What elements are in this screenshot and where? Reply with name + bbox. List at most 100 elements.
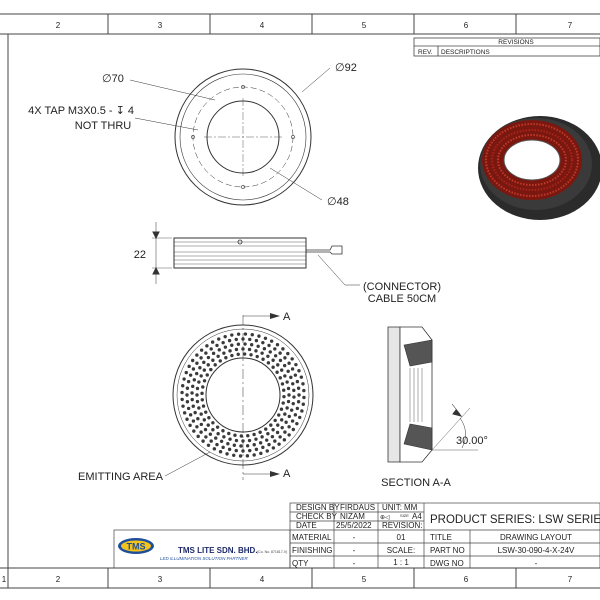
led-dot (222, 351, 226, 355)
led-dot (256, 344, 260, 349)
led-dot (227, 338, 232, 343)
tap-callout-line1: 4X TAP M3X0.5 - ↧ 4 (28, 105, 134, 117)
led-dot (211, 421, 215, 425)
section-view (387, 326, 478, 463)
revisions-title: REVISIONS (498, 39, 534, 46)
led-dot (186, 406, 191, 411)
revisions-table: REVISIONS REV. DESCRIPTIONS (413, 37, 600, 57)
led-dot (247, 347, 252, 352)
part-no-value: LSW-30-090-4-X-24V (498, 546, 575, 555)
zone-label-bottom: 7 (568, 575, 573, 584)
led-dot (243, 342, 247, 346)
led-dot (271, 358, 275, 362)
date-label: DATE (296, 521, 317, 530)
company-name: TMS LITE SDN. BHD. (178, 546, 258, 555)
led-dot (260, 435, 264, 439)
led-dot (247, 438, 252, 443)
led-dot (191, 384, 195, 389)
revision-label: REVISION: (382, 521, 422, 530)
led-dot (252, 432, 256, 437)
led-dot (182, 411, 187, 415)
led-dot (212, 447, 217, 451)
led-dot (197, 406, 201, 410)
led-dot (297, 369, 301, 373)
led-dot (238, 454, 243, 458)
led-dot (200, 391, 204, 396)
led-dot (245, 454, 250, 458)
led-dot (236, 332, 241, 336)
led-dot (301, 402, 305, 406)
led-dot (252, 453, 256, 457)
led-dot (219, 439, 224, 443)
led-dot (291, 427, 296, 432)
led-dot (234, 337, 238, 342)
qty-value: - (353, 559, 356, 568)
connector-label-line1: (CONNECTOR) (363, 281, 441, 293)
led-dot (210, 340, 215, 344)
led-dot (202, 360, 206, 365)
led-dot (302, 395, 306, 400)
led-dot (196, 417, 200, 421)
revision-value: 01 (397, 533, 406, 542)
led-dot (280, 418, 284, 422)
led-dot (265, 438, 269, 442)
led-dot (182, 377, 186, 381)
connector-label-line2: CABLE 50CM (368, 293, 436, 305)
led-dot (296, 400, 301, 404)
size-value: A4 (412, 512, 422, 521)
led-dot (268, 350, 272, 354)
led-dot (202, 368, 206, 372)
zone-label-bottom: 1 (2, 575, 7, 584)
led-dot (234, 438, 239, 443)
led-dot (230, 343, 234, 347)
dim-diameter-48: ∅48 (327, 196, 349, 208)
led-dot (286, 386, 291, 391)
led-dot (195, 371, 199, 376)
led-dot (217, 337, 221, 341)
led-dot (281, 401, 285, 405)
led-dot (285, 406, 289, 410)
led-dot (271, 365, 275, 369)
led-dot (290, 419, 295, 423)
dim-diameter-70: ∅70 (102, 73, 124, 85)
led-dot (211, 428, 215, 432)
design-by-label: DESIGN BY (296, 503, 340, 512)
scale-value: 1 : 1 (393, 558, 409, 567)
led-dot (195, 425, 199, 429)
led-dot (275, 370, 279, 374)
led-dot (205, 344, 209, 348)
led-dot (277, 442, 281, 446)
led-dot (188, 413, 193, 417)
material-label: MATERIAL (292, 533, 332, 542)
led-dot (287, 393, 291, 397)
size-label: SIZE (400, 513, 409, 518)
led-dot (232, 453, 236, 457)
led-dot (234, 448, 238, 453)
led-dot (205, 373, 209, 377)
led-dot (221, 429, 225, 433)
led-dot (257, 334, 261, 338)
led-dot (230, 353, 234, 358)
led-dot (255, 354, 259, 359)
led-dot (239, 434, 244, 438)
led-dot (224, 356, 228, 360)
led-dot (199, 348, 204, 352)
led-dot (287, 361, 291, 365)
finishing-value: - (353, 546, 356, 555)
projection-symbol: ⊕◁ (380, 515, 390, 521)
led-dot (185, 400, 190, 404)
led-dot (190, 358, 195, 363)
led-dot (234, 347, 239, 352)
top-view (129, 67, 331, 206)
title-value: DRAWING LAYOUT (500, 533, 572, 542)
led-dot (223, 334, 227, 339)
led-dot (201, 439, 205, 443)
led-dot (208, 432, 213, 436)
led-dot (196, 434, 200, 439)
led-dot (282, 363, 287, 368)
led-dot (246, 434, 250, 438)
led-dot (216, 432, 220, 436)
led-dot (195, 353, 199, 357)
led-dot (209, 439, 213, 443)
led-dot (201, 404, 206, 408)
